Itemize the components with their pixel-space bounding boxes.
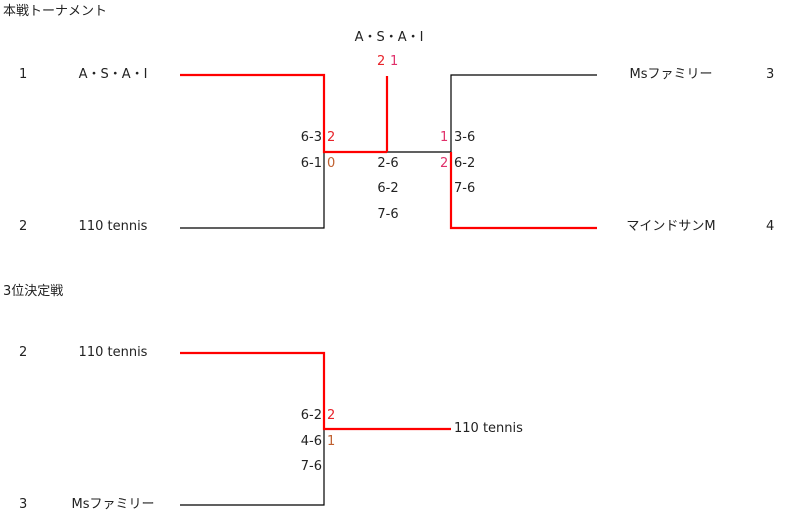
third-place-title: 3位決定戦 — [3, 284, 64, 299]
final-score: 7-6 — [377, 207, 399, 222]
team-name: 110 tennis — [78, 219, 148, 234]
set-count: 0 — [327, 156, 336, 171]
seed-3: 3 — [766, 67, 775, 82]
set-count: 2 — [327, 408, 336, 423]
set-count: 2 — [327, 130, 336, 145]
game-score: 6-3 — [300, 130, 322, 145]
game-score: 7-6 — [300, 459, 322, 474]
game-score: 7-6 — [454, 181, 476, 196]
seed-3: 3 — [19, 497, 28, 512]
seed-4: 4 — [766, 219, 775, 234]
team-name: Msファミリー — [71, 497, 155, 512]
game-score: 3-6 — [454, 130, 476, 145]
seed-2: 2 — [19, 345, 28, 360]
final-score: 6-2 — [377, 181, 399, 196]
game-score: 6-2 — [454, 156, 476, 171]
team-name: A・S・A・I — [78, 67, 148, 82]
final-score: 2-6 — [377, 156, 399, 171]
third-place-winner: 110 tennis — [454, 421, 523, 436]
game-score: 6-2 — [300, 408, 322, 423]
team-name: 110 tennis — [78, 345, 148, 360]
champion-name: A・S・A・I — [354, 30, 424, 45]
set-count: 1 — [327, 434, 336, 449]
main-tournament-title: 本戦トーナメント — [3, 4, 108, 19]
seed-2: 2 — [19, 219, 28, 234]
seed-1: 1 — [19, 67, 28, 82]
game-score: 4-6 — [300, 434, 322, 449]
team-name: マインドサンM — [626, 219, 716, 234]
set-count: 2 — [440, 156, 449, 171]
set-count: 1 — [440, 130, 449, 145]
final-sets-left: 2 — [377, 54, 386, 69]
final-sets-right: 1 — [390, 54, 399, 69]
team-name: Msファミリー — [629, 67, 713, 82]
game-score: 6-1 — [300, 156, 322, 171]
